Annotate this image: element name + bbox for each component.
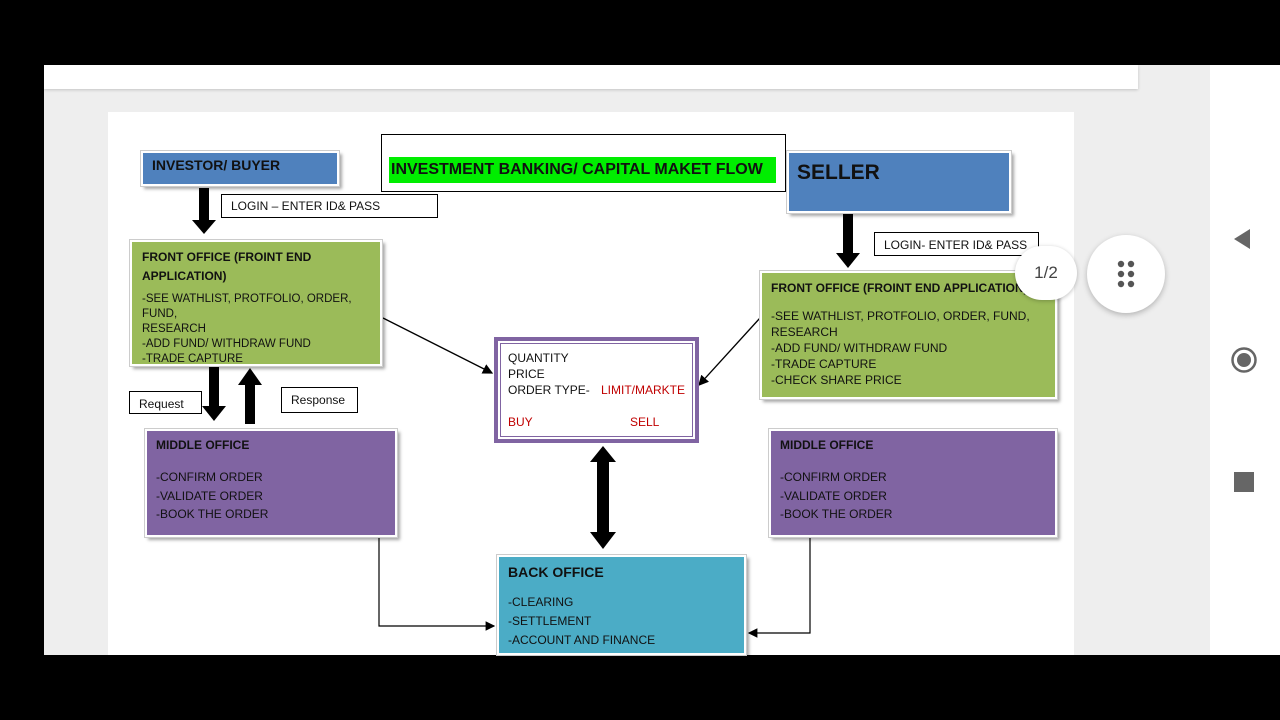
front-office-right-line: -TRADE CAPTURE (771, 357, 877, 371)
order-type-value: LIMIT/MARKTE (601, 383, 686, 397)
page-indicator: 1/2 (1015, 246, 1077, 300)
order-box: QUANTITY PRICE ORDER TYPE- LIMIT/MARKTE … (494, 337, 699, 443)
front-office-right-line: -ADD FUND/ WITHDRAW FUND (771, 341, 948, 355)
middle-office-left: MIDDLE OFFICE -CONFIRM ORDER -VALIDATE O… (144, 428, 398, 538)
back-office-line: -ACCOUNT AND FINANCE (508, 633, 656, 647)
front-office-right: FRONT OFFICE (FROINT END APPLICATION) -S… (759, 270, 1058, 400)
middle-office-right-line: -VALIDATE ORDER (780, 488, 887, 503)
seller-down-arrow (836, 214, 860, 268)
middle-office-left-line: -BOOK THE ORDER (156, 507, 269, 521)
front-office-left-line: -SEE WATHLIST, PROTFOLIO, ORDER, FUND, (142, 293, 352, 320)
triangle-back-icon (1234, 229, 1250, 249)
response-arrow (238, 368, 262, 424)
dots-grid-icon (1117, 260, 1135, 288)
order-type-label: ORDER TYPE- (508, 383, 590, 397)
seller-box: SELLER (786, 150, 1012, 214)
response-label: Response (281, 387, 358, 413)
login-label-left: LOGIN – ENTER ID& PASS (221, 194, 438, 218)
order-price: PRICE (508, 367, 545, 381)
middle-office-left-line: -CONFIRM ORDER (156, 470, 263, 484)
investor-down-arrow (192, 188, 216, 234)
left-middle-back-connector (262, 534, 496, 631)
login-label-right: LOGIN- ENTER ID& PASS (874, 232, 1039, 256)
home-button[interactable] (1230, 346, 1258, 374)
front-office-left-title-2: APPLICATION) (142, 269, 227, 283)
front-office-left-title-1: FRONT OFFICE (FROINT END (142, 250, 312, 264)
request-arrow (202, 367, 226, 421)
investor-buyer-box: INVESTOR/ BUYER (140, 150, 340, 187)
diagram-title: INVESTMENT BANKING/ CAPITAL MAKET FLOW (389, 157, 776, 183)
front-office-right-title: FRONT OFFICE (FROINT END APPLICATION) (771, 281, 1028, 295)
right-middle-back-connector (747, 534, 874, 638)
order-sell: SELL (630, 415, 660, 429)
middle-office-left-line: -VALIDATE ORDER (156, 488, 263, 503)
front-office-right-line: RESEARCH (771, 325, 838, 339)
square-recents-icon[interactable] (1234, 472, 1254, 492)
front-office-left-line: RESEARCH (142, 323, 206, 335)
front-office-right-line: -CHECK SHARE PRICE (771, 373, 902, 387)
order-quantity: QUANTITY (508, 351, 569, 365)
request-label: Request (129, 391, 202, 414)
middle-office-right: MIDDLE OFFICE -CONFIRM ORDER -VALIDATE O… (768, 428, 1058, 538)
middle-office-left-title: MIDDLE OFFICE (156, 438, 250, 452)
seller-order-connector (698, 317, 761, 386)
order-back-double-arrow (590, 446, 616, 549)
back-button[interactable] (1230, 226, 1258, 252)
back-office-box: BACK OFFICE -CLEARING -SETTLEMENT -ACCOU… (496, 554, 747, 656)
viewer-toolbar (44, 65, 1138, 89)
front-office-left-line: -TRADE CAPTURE (142, 353, 243, 365)
middle-office-right-line: -CONFIRM ORDER (780, 470, 887, 484)
order-box-inner-border (500, 343, 693, 437)
menu-button[interactable] (1087, 235, 1165, 313)
buyer-order-connector (382, 317, 494, 374)
front-office-left-line: -ADD FUND/ WITHDRAW FUND (142, 338, 311, 350)
back-office-line: -CLEARING (508, 595, 574, 609)
back-office-title: BACK OFFICE (508, 564, 604, 580)
middle-office-right-title: MIDDLE OFFICE (780, 438, 874, 452)
front-office-right-line: -SEE WATHLIST, PROTFOLIO, ORDER, FUND, (771, 309, 1030, 323)
back-office-line: -SETTLEMENT (508, 614, 592, 628)
circle-home-icon (1231, 347, 1257, 373)
order-buy: BUY (508, 415, 533, 429)
middle-office-right-line: -BOOK THE ORDER (780, 507, 893, 521)
front-office-left: FRONT OFFICE (FROINT END APPLICATION) -S… (129, 239, 383, 367)
